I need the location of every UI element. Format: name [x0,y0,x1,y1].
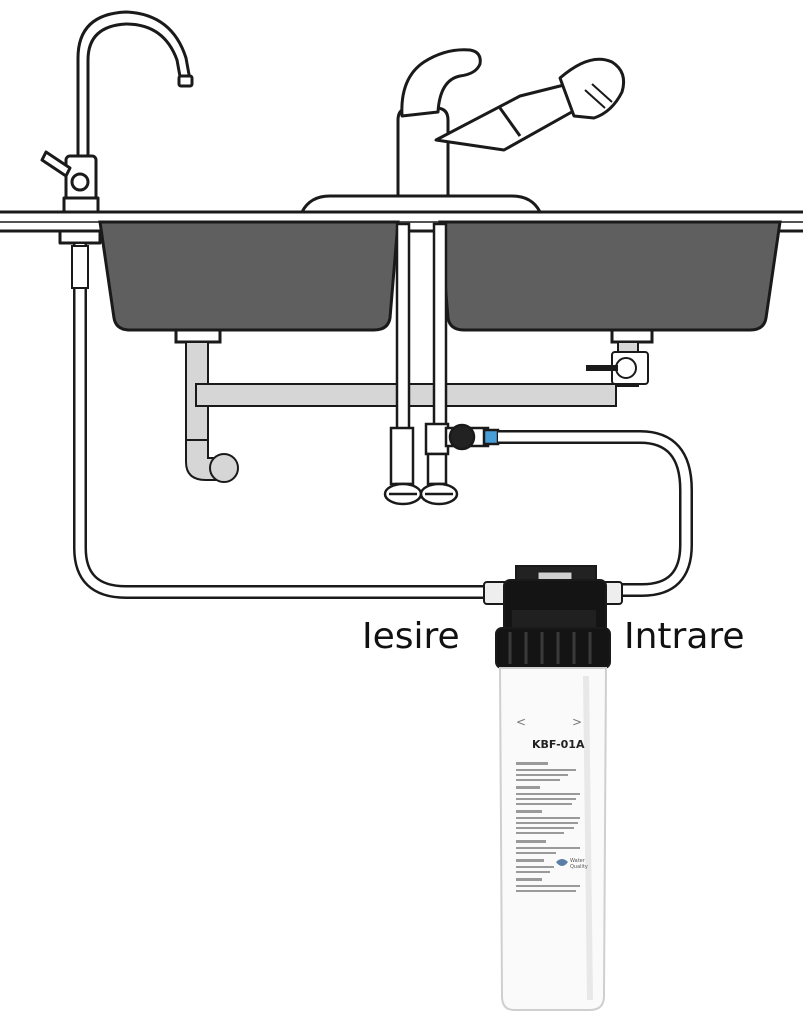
brand-logo: Water Quality [556,858,588,870]
sink-basin-right [438,220,782,332]
kitchen-faucet [396,48,626,198]
drain-pipes [185,341,649,483]
filter-model-label: KBF-01A [532,738,585,751]
brand-line-1: Water [570,858,586,864]
outlet-label: Iesire [362,616,460,657]
supply-lines [383,222,459,506]
shutoff-valve-hot [383,482,423,506]
sink-basin-left [98,220,400,332]
inlet-arrow-icon: > [572,715,582,729]
drinking-water-faucet [40,10,194,245]
brand-line-2: Quality [570,864,588,870]
filter-housing [498,667,608,1011]
filter-fine-print [516,762,580,892]
shutoff-valve-cold [419,482,459,506]
inlet-label: Intrare [624,616,745,657]
outlet-arrow-icon: < [516,715,526,729]
double-sink-basins [98,220,782,344]
faucet-deck-plate [299,194,543,214]
filter-unit: < > KBF-01A [483,565,623,1011]
feed-water-adapter [444,423,500,451]
filter-cap-ring [495,627,611,669]
